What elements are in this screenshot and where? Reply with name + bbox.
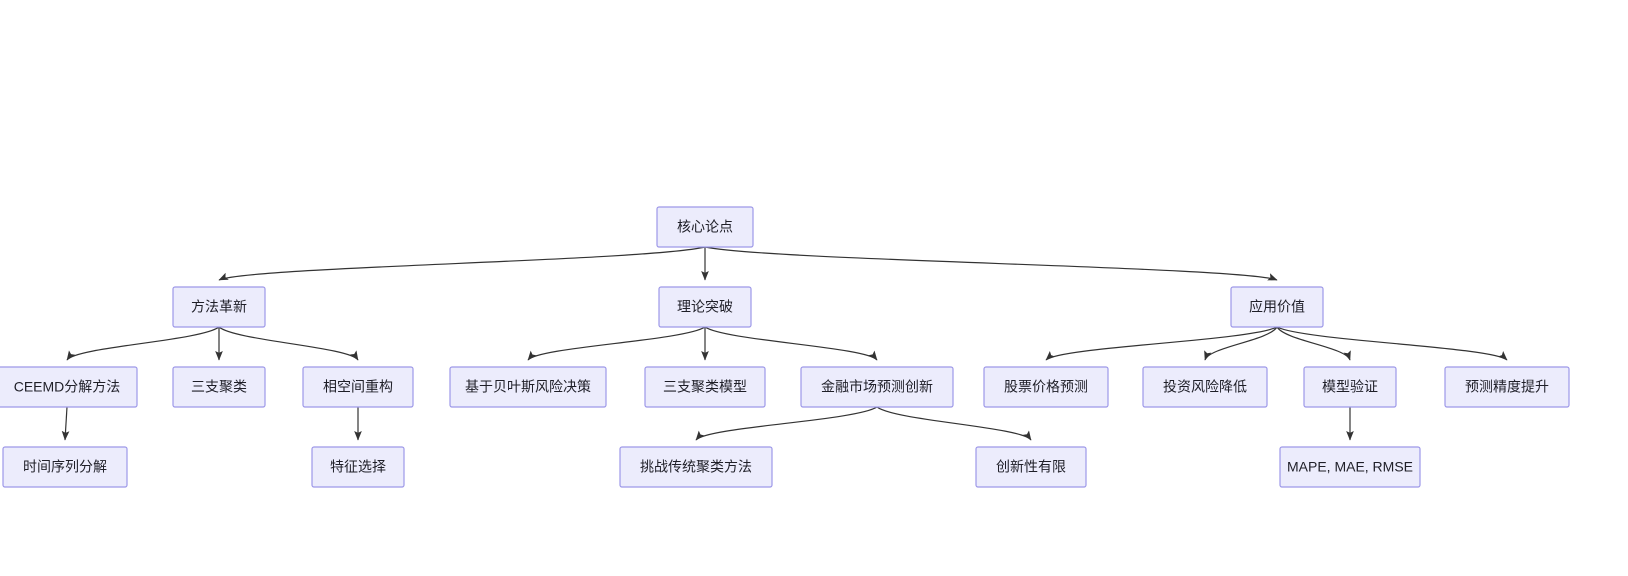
node-l3a3[interactable]: 特征选择 (311, 446, 405, 488)
node-l2c4[interactable]: 预测精度提升 (1444, 366, 1570, 408)
edge-l1c-to-l2c1 (1045, 326, 1278, 361)
node-l3b1[interactable]: 挑战传统聚类方法 (619, 446, 773, 488)
node-box-l3a1[interactable] (2, 446, 128, 488)
node-box-l2c4[interactable] (1444, 366, 1570, 408)
edge-l1c-to-l2c4 (1276, 326, 1508, 361)
edge-l1c-to-l2c2 (1204, 326, 1278, 361)
node-box-l1b[interactable] (658, 286, 752, 328)
node-box-l2b1[interactable] (449, 366, 607, 408)
edge-l2a1-to-l3a1 (61, 406, 70, 441)
edge-root-to-l1a (218, 246, 706, 281)
node-box-l3b2[interactable] (975, 446, 1087, 488)
edge-root-to-l1c (704, 246, 1278, 281)
node-l2a3[interactable]: 相空间重构 (302, 366, 414, 408)
edge-layer (61, 246, 1508, 441)
node-l1c[interactable]: 应用价值 (1230, 286, 1324, 328)
edge-l1a-to-l2a1 (66, 326, 220, 361)
node-box-l2c3[interactable] (1303, 366, 1397, 408)
edge-l1c-to-l2c3 (1276, 326, 1351, 361)
node-box-l1a[interactable] (172, 286, 266, 328)
node-l2b3[interactable]: 金融市场预测创新 (800, 366, 954, 408)
node-l2b1[interactable]: 基于贝叶斯风险决策 (449, 366, 607, 408)
node-box-l2a2[interactable] (172, 366, 266, 408)
node-box-l2a3[interactable] (302, 366, 414, 408)
node-l2b2[interactable]: 三支聚类模型 (644, 366, 766, 408)
node-l2a1[interactable]: CEEMD分解方法 (0, 366, 138, 408)
node-box-l2b2[interactable] (644, 366, 766, 408)
edge-l2b3-to-l3b2 (876, 406, 1032, 441)
node-box-root[interactable] (656, 206, 754, 248)
node-l3c1[interactable]: MAPE, MAE, RMSE (1279, 446, 1421, 488)
node-l3b2[interactable]: 创新性有限 (975, 446, 1087, 488)
edge-l2b3-to-l3b1 (695, 406, 878, 441)
node-box-l2c2[interactable] (1142, 366, 1268, 408)
node-box-l3c1[interactable] (1279, 446, 1421, 488)
node-l3a1[interactable]: 时间序列分解 (2, 446, 128, 488)
edge-l1b-to-l2b1 (527, 326, 706, 361)
node-box-l3a3[interactable] (311, 446, 405, 488)
node-l2c2[interactable]: 投资风险降低 (1142, 366, 1268, 408)
node-root[interactable]: 核心论点 (656, 206, 754, 248)
edge-l1a-to-l2a3 (218, 326, 359, 361)
node-l2c3[interactable]: 模型验证 (1303, 366, 1397, 408)
edge-l1b-to-l2b3 (704, 326, 878, 361)
node-box-l2b3[interactable] (800, 366, 954, 408)
node-box-l3b1[interactable] (619, 446, 773, 488)
node-l1a[interactable]: 方法革新 (172, 286, 266, 328)
node-l2a2[interactable]: 三支聚类 (172, 366, 266, 408)
node-l1b[interactable]: 理论突破 (658, 286, 752, 328)
node-l2c1[interactable]: 股票价格预测 (983, 366, 1109, 408)
node-layer: 核心论点方法革新 理论突破 应用价值 CEEMD分解方法三支聚类相空间重构基于贝叶斯风… (0, 206, 1570, 488)
node-box-l1c[interactable] (1230, 286, 1324, 328)
node-box-l2c1[interactable] (983, 366, 1109, 408)
node-box-l2a1[interactable] (0, 366, 138, 408)
